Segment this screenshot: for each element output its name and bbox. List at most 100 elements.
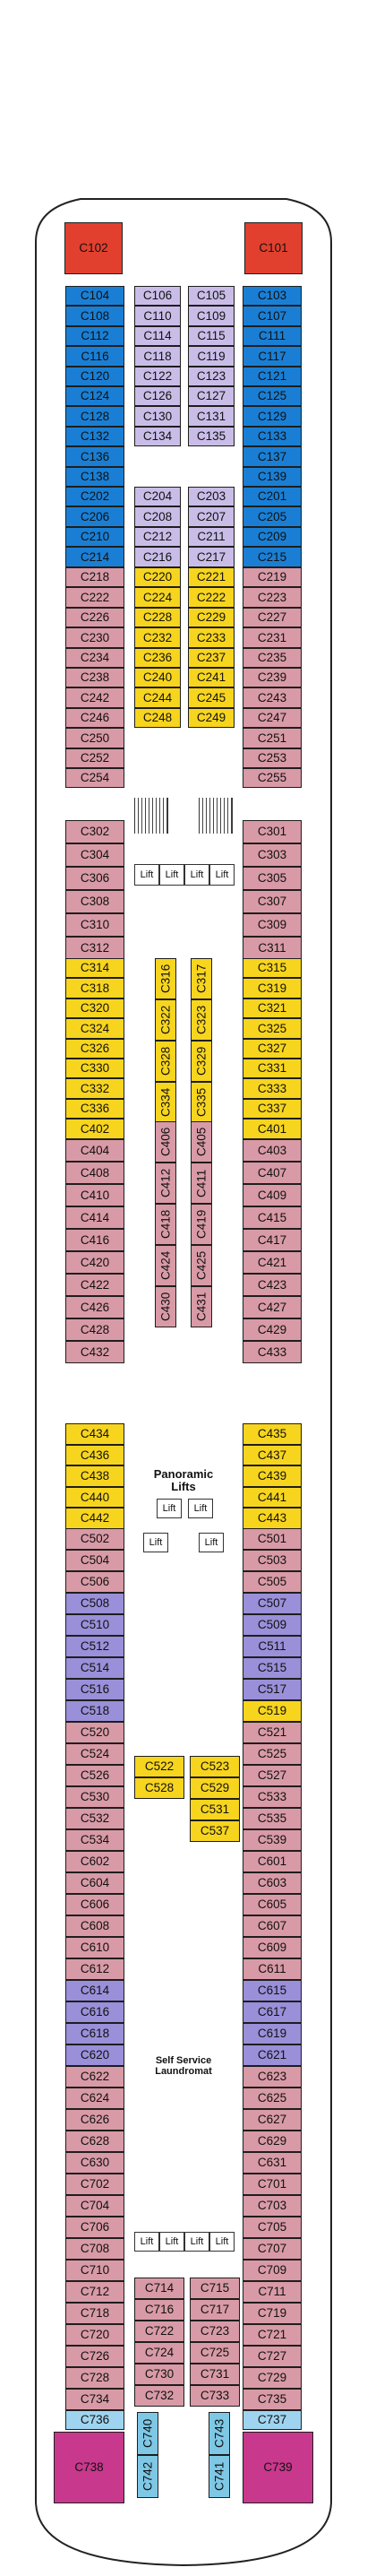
cabin-c243[interactable]: C243: [243, 687, 302, 708]
cabin-c102[interactable]: C102: [64, 222, 123, 274]
cabin-c117[interactable]: C117: [243, 346, 302, 367]
cabin-c621[interactable]: C621: [243, 2044, 302, 2066]
cabin-c625[interactable]: C625: [243, 2088, 302, 2109]
cabin-c431[interactable]: C431: [191, 1286, 212, 1327]
cabin-c221[interactable]: C221: [188, 567, 235, 588]
cabin-c622[interactable]: C622: [65, 2066, 124, 2088]
cabin-c732[interactable]: C732: [134, 2385, 184, 2407]
cabin-c131[interactable]: C131: [188, 406, 235, 427]
cabin-c724[interactable]: C724: [134, 2342, 184, 2364]
cabin-c417[interactable]: C417: [243, 1229, 302, 1251]
cabin-c321[interactable]: C321: [243, 998, 302, 1019]
cabin-c739[interactable]: C739: [243, 2432, 313, 2503]
cabin-c437[interactable]: C437: [243, 1444, 302, 1466]
cabin-c433[interactable]: C433: [243, 1341, 302, 1363]
cabin-c702[interactable]: C702: [65, 2174, 124, 2195]
cabin-c308[interactable]: C308: [65, 890, 124, 913]
cabin-c539[interactable]: C539: [243, 1829, 302, 1851]
cabin-c334[interactable]: C334: [155, 1082, 176, 1123]
cabin-c704[interactable]: C704: [65, 2195, 124, 2217]
cabin-c725[interactable]: C725: [190, 2342, 240, 2364]
cabin-c619[interactable]: C619: [243, 2023, 302, 2044]
cabin-c516[interactable]: C516: [65, 1679, 124, 1700]
cabin-c138[interactable]: C138: [65, 466, 124, 487]
cabin-c318[interactable]: C318: [65, 978, 124, 998]
cabin-c317[interactable]: C317: [191, 958, 212, 999]
cabin-c327[interactable]: C327: [243, 1038, 302, 1059]
cabin-c608[interactable]: C608: [65, 1915, 124, 1937]
cabin-c722[interactable]: C722: [134, 2321, 184, 2342]
cabin-c438[interactable]: C438: [65, 1465, 124, 1487]
cabin-c508[interactable]: C508: [65, 1593, 124, 1614]
cabin-c135[interactable]: C135: [188, 426, 235, 447]
cabin-c728[interactable]: C728: [65, 2367, 124, 2389]
cabin-c441[interactable]: C441: [243, 1486, 302, 1508]
cabin-c440[interactable]: C440: [65, 1486, 124, 1508]
cabin-c253[interactable]: C253: [243, 748, 302, 768]
cabin-c139[interactable]: C139: [243, 466, 302, 487]
cabin-c319[interactable]: C319: [243, 978, 302, 998]
cabin-c229[interactable]: C229: [188, 607, 235, 628]
cabin-c605[interactable]: C605: [243, 1894, 302, 1915]
cabin-c741[interactable]: C741: [209, 2455, 230, 2498]
cabin-c525[interactable]: C525: [243, 1743, 302, 1765]
cabin-c232[interactable]: C232: [134, 627, 181, 648]
cabin-c609[interactable]: C609: [243, 1937, 302, 1958]
cabin-c429[interactable]: C429: [243, 1318, 302, 1341]
cabin-c306[interactable]: C306: [65, 867, 124, 890]
cabin-c432[interactable]: C432: [65, 1341, 124, 1363]
cabin-c712[interactable]: C712: [65, 2281, 124, 2303]
cabin-c328[interactable]: C328: [155, 1041, 176, 1082]
cabin-c727[interactable]: C727: [243, 2346, 302, 2367]
cabin-c436[interactable]: C436: [65, 1444, 124, 1466]
cabin-c326[interactable]: C326: [65, 1038, 124, 1059]
cabin-c630[interactable]: C630: [65, 2152, 124, 2174]
cabin-c316[interactable]: C316: [155, 958, 176, 999]
cabin-c617[interactable]: C617: [243, 2001, 302, 2023]
cabin-c614[interactable]: C614: [65, 1980, 124, 2001]
cabin-c729[interactable]: C729: [243, 2367, 302, 2389]
cabin-c248[interactable]: C248: [134, 707, 181, 729]
cabin-c535[interactable]: C535: [243, 1808, 302, 1829]
cabin-c215[interactable]: C215: [243, 547, 302, 567]
cabin-c611[interactable]: C611: [243, 1958, 302, 1980]
cabin-c530[interactable]: C530: [65, 1786, 124, 1808]
cabin-c101[interactable]: C101: [244, 222, 303, 274]
cabin-c718[interactable]: C718: [65, 2303, 124, 2324]
cabin-c734[interactable]: C734: [65, 2389, 124, 2410]
cabin-c533[interactable]: C533: [243, 1786, 302, 1808]
cabin-c414[interactable]: C414: [65, 1206, 124, 1229]
cabin-c217[interactable]: C217: [188, 547, 235, 567]
cabin-c325[interactable]: C325: [243, 1018, 302, 1039]
cabin-c709[interactable]: C709: [243, 2260, 302, 2281]
cabin-c409[interactable]: C409: [243, 1184, 302, 1206]
cabin-c203[interactable]: C203: [188, 487, 235, 507]
cabin-c333[interactable]: C333: [243, 1078, 302, 1099]
cabin-c435[interactable]: C435: [243, 1423, 302, 1445]
cabin-c426[interactable]: C426: [65, 1296, 124, 1318]
cabin-c235[interactable]: C235: [243, 647, 302, 668]
cabin-c312[interactable]: C312: [65, 937, 124, 960]
cabin-c208[interactable]: C208: [134, 506, 181, 527]
cabin-c616[interactable]: C616: [65, 2001, 124, 2023]
cabin-c137[interactable]: C137: [243, 446, 302, 467]
cabin-c442[interactable]: C442: [65, 1508, 124, 1529]
cabin-c242[interactable]: C242: [65, 687, 124, 708]
cabin-c406[interactable]: C406: [155, 1121, 176, 1163]
cabin-c534[interactable]: C534: [65, 1829, 124, 1851]
cabin-c523[interactable]: C523: [190, 1756, 240, 1777]
cabin-c303[interactable]: C303: [243, 843, 302, 867]
cabin-c733[interactable]: C733: [190, 2385, 240, 2407]
cabin-c439[interactable]: C439: [243, 1465, 302, 1487]
cabin-c501[interactable]: C501: [243, 1528, 302, 1550]
cabin-c738[interactable]: C738: [54, 2432, 124, 2503]
cabin-c529[interactable]: C529: [190, 1777, 240, 1799]
cabin-c405[interactable]: C405: [191, 1121, 212, 1163]
cabin-c716[interactable]: C716: [134, 2299, 184, 2321]
cabin-c252[interactable]: C252: [65, 748, 124, 768]
cabin-c119[interactable]: C119: [188, 346, 235, 367]
cabin-c120[interactable]: C120: [65, 366, 124, 386]
cabin-c520[interactable]: C520: [65, 1722, 124, 1743]
cabin-c726[interactable]: C726: [65, 2346, 124, 2367]
cabin-c511[interactable]: C511: [243, 1636, 302, 1657]
